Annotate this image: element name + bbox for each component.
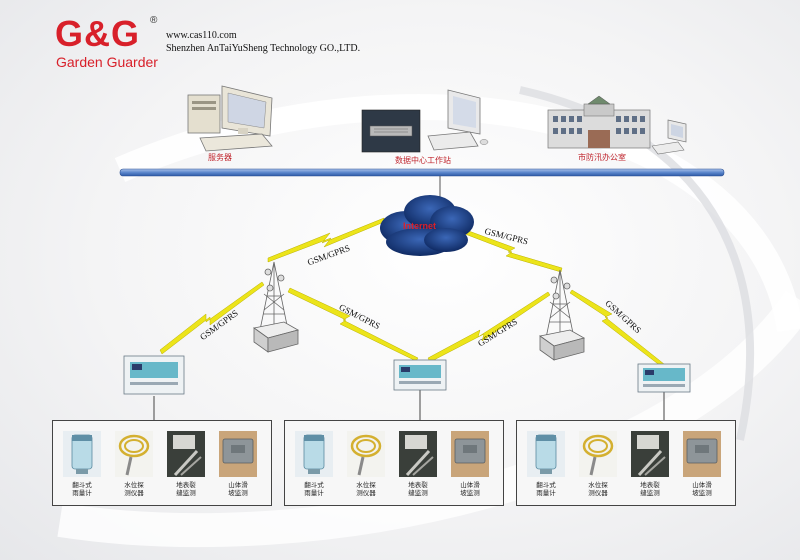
sensor-label-line: 水位探 [124,481,144,489]
brand-subtitle: Garden Guarder [56,54,158,70]
internet-cloud-icon [380,195,474,256]
sensor-label-line: 测仪器 [124,489,144,497]
registered-mark: ® [150,15,158,26]
sensor-label-line: 雨量计 [304,489,324,497]
sensor-label: 地表裂缝监测 [163,481,209,497]
landslide-monitor-icon [219,431,257,477]
rtu-controller-icon [393,359,447,391]
sensor-label-line: 雨量计 [536,489,556,497]
sensor-label-line: 测仪器 [588,489,608,497]
water-level-probe-icon [115,431,153,477]
surface-crack-monitor-icon [399,431,437,477]
sensor-label: 地表裂缝监测 [627,481,673,497]
sensor-label-line: 坡监测 [228,489,248,497]
sensor-label-line: 地表裂 [640,481,660,489]
sensor-label-line: 缝监测 [176,489,196,497]
sensor-label: 山体滑坡监测 [679,481,725,497]
landslide-monitor-icon [451,431,489,477]
network-bus [119,168,725,177]
sensor-label-line: 坡监测 [692,489,712,497]
water-level-probe-icon [579,431,617,477]
company-name: Shenzhen AnTaiYuSheng Technology GO.,LTD… [166,43,361,54]
sensor-label-line: 山体滑 [692,481,712,489]
sensor-label-line: 地表裂 [408,481,428,489]
sensor-group: 翻斗式雨量计水位探测仪器地表裂缝监测山体滑坡监测 [52,420,272,506]
sensor-label-line: 坡监测 [460,489,480,497]
rain-gauge-icon [527,431,565,477]
cell-tower-icon [253,261,300,353]
flood-control-office-building-icon [547,95,687,155]
sensor-label-line: 水位探 [588,481,608,489]
surface-crack-monitor-icon [631,431,669,477]
lightning-link [287,287,419,362]
water-level-probe-icon [347,431,385,477]
lightning-link [427,291,551,363]
sensor-label-line: 山体滑 [228,481,248,489]
sensor-label: 地表裂缝监测 [395,481,441,497]
sensor-group: 翻斗式雨量计水位探测仪器地表裂缝监测山体滑坡监测 [284,420,504,506]
flood-office-label: 市防汛办公室 [578,153,626,162]
sensor-label-line: 缝监测 [408,489,428,497]
surface-crack-monitor-icon [167,431,205,477]
sensor-label-line: 缝监测 [640,489,660,497]
sensor-label: 翻斗式雨量计 [59,481,105,497]
sensor-label: 山体滑坡监测 [447,481,493,497]
sensor-label-line: 翻斗式 [536,481,556,489]
sensor-label-line: 测仪器 [356,489,376,497]
rtu-controller-icon [637,363,691,393]
sensor-label-line: 雨量计 [72,489,92,497]
sensor-label-line: 山体滑 [460,481,480,489]
rtu-controller-icon [123,355,185,395]
server-label: 服务器 [208,153,232,162]
landslide-monitor-icon [683,431,721,477]
sensor-label: 翻斗式雨量计 [291,481,337,497]
internet-label: Internet [403,221,437,231]
sensor-label-line: 翻斗式 [72,481,92,489]
sensor-label-line: 水位探 [356,481,376,489]
rain-gauge-icon [295,431,333,477]
sensor-label: 水位探测仪器 [575,481,621,497]
data-center-label: 数据中心工作站 [395,156,451,165]
cell-tower-icon [539,269,586,361]
sensor-label: 山体滑坡监测 [215,481,261,497]
sensor-label-line: 地表裂 [176,481,196,489]
lightning-link [159,281,265,355]
sensor-label: 翻斗式雨量计 [523,481,569,497]
sensor-label: 水位探测仪器 [343,481,389,497]
sensor-group: 翻斗式雨量计水位探测仪器地表裂缝监测山体滑坡监测 [516,420,736,506]
sensor-label: 水位探测仪器 [111,481,157,497]
rain-gauge-icon [63,431,101,477]
wireless-links [159,217,665,368]
company-website: www.cas110.com [166,30,237,41]
lightning-link [569,289,665,368]
lightning-link [464,229,563,273]
data-center-workstation-icon [361,89,489,153]
sensor-label-line: 翻斗式 [304,481,324,489]
brand-logo: G&G [55,13,141,54]
server-computer-icon [187,85,273,152]
